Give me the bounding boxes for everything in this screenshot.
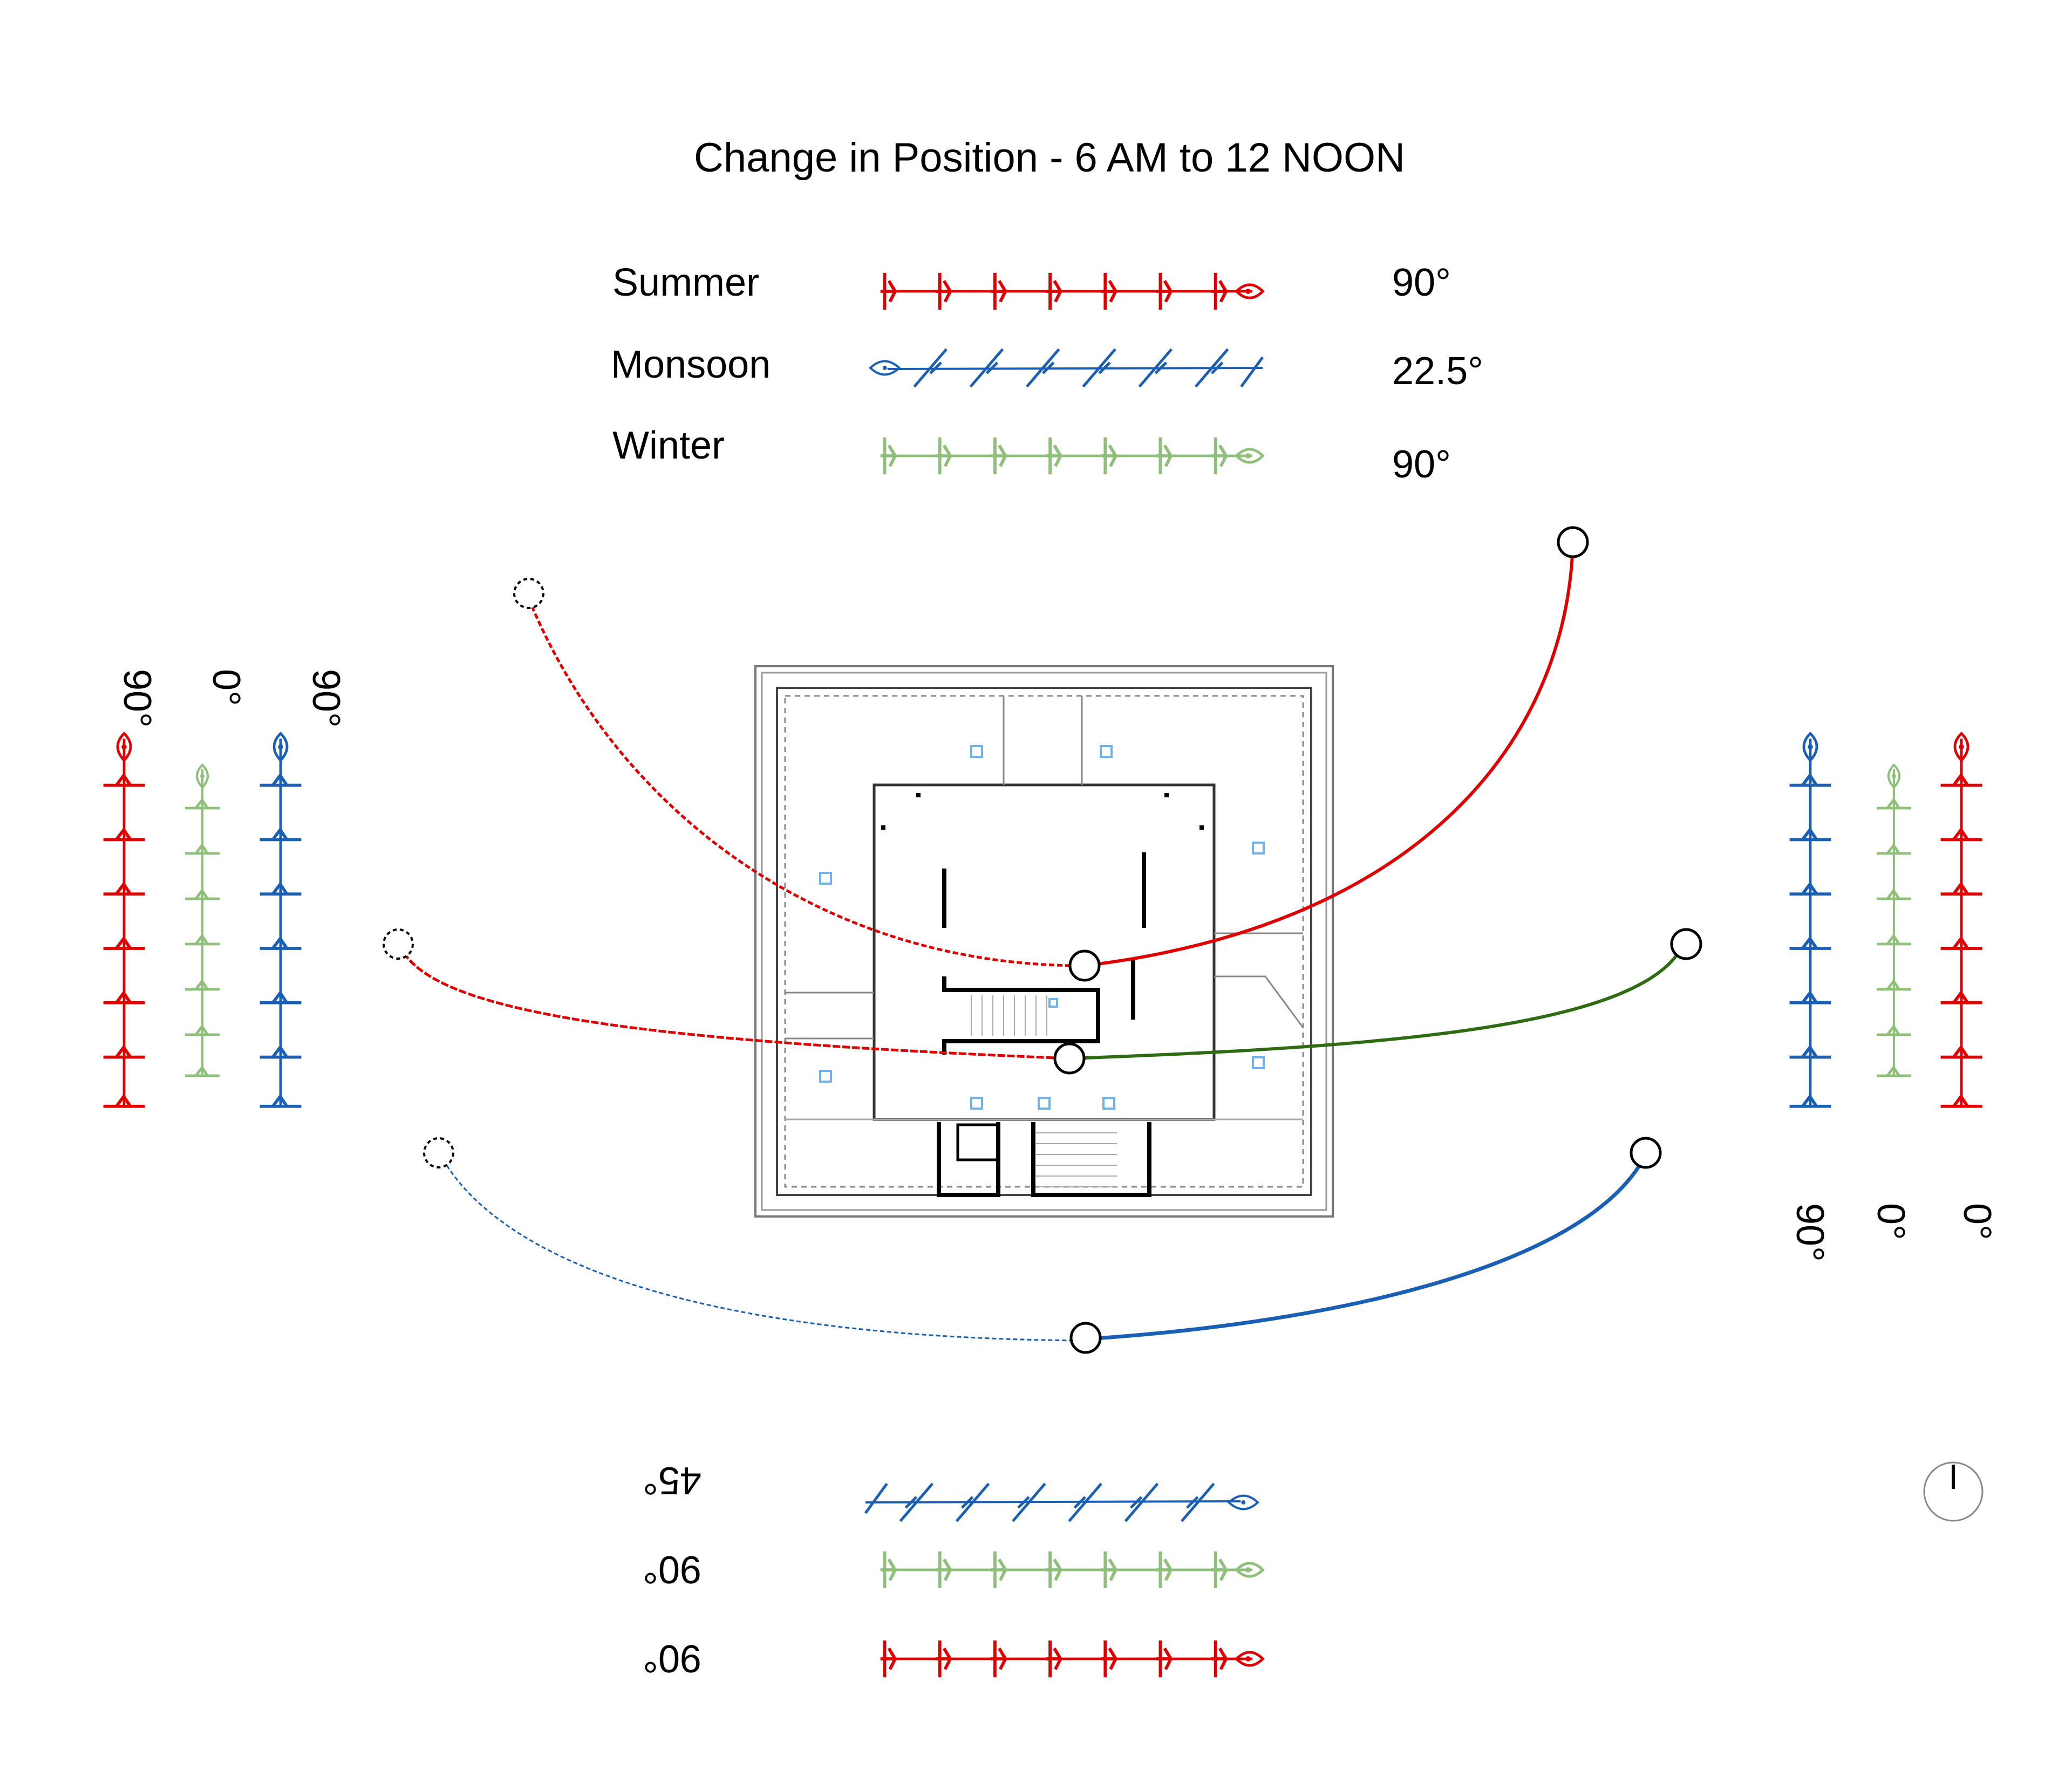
- summer-equinox-path: [398, 944, 1069, 1060]
- winter-louver-column-icon: [185, 765, 220, 1076]
- right-angle-label: 0°: [1955, 1203, 1999, 1240]
- sun-marker: [1670, 928, 1702, 960]
- sun-markers: [383, 526, 1702, 1354]
- legend-row-summer: Summer 90°: [612, 261, 1451, 310]
- sun-marker: [1557, 526, 1589, 558]
- diagram-title: Change in Position - 6 AM to 12 NOON: [694, 135, 1405, 181]
- sun-marker-dashed: [513, 578, 544, 609]
- winter-louver-column-icon: [1877, 765, 1911, 1076]
- right-angle-label: 90°: [1788, 1203, 1831, 1262]
- monsoon-louver-icon: [865, 1484, 1258, 1521]
- legend: Summer 90° Monsoon 22.5° Winter 90°: [611, 261, 1483, 486]
- right-angle-label: 0°: [1869, 1203, 1912, 1240]
- legend-season-label: Winter: [612, 424, 725, 467]
- monsoon-louver-icon: [870, 349, 1263, 387]
- monsoon-louver-column-icon: [1790, 734, 1831, 1106]
- legend-season-label: Monsoon: [611, 343, 771, 386]
- summer-louver-column-icon: [104, 734, 145, 1106]
- winter-louver-icon: [881, 1551, 1263, 1588]
- summer-sun-path-morning: [527, 598, 1082, 967]
- north-arrow-icon: [1923, 1461, 1984, 1522]
- legend-angle-label: 90°: [1392, 443, 1451, 486]
- left-louver-group: 90° 0° 90°: [104, 669, 347, 1106]
- legend-angle-label: 90°: [1392, 261, 1451, 304]
- left-angle-label: 90°: [115, 669, 159, 728]
- sun-marker: [1630, 1137, 1662, 1169]
- legend-angle-label: 22.5°: [1392, 350, 1483, 393]
- winter-sun-path: [1071, 943, 1685, 1060]
- left-angle-label: 0°: [205, 669, 248, 706]
- bottom-angle-label: 45°: [643, 1459, 701, 1502]
- bottom-angle-label: 90°: [643, 1637, 701, 1680]
- monsoon-louver-column-icon: [260, 734, 302, 1106]
- summer-louver-icon: [881, 1641, 1263, 1677]
- bottom-louver-group: 45° 90° 90°: [643, 1459, 1263, 1680]
- legend-season-label: Summer: [612, 261, 759, 304]
- sun-marker: [1053, 1042, 1086, 1075]
- sun-marker: [1068, 949, 1101, 982]
- monsoon-sun-path-noon: [1087, 1153, 1648, 1341]
- summer-louver-icon: [881, 273, 1263, 310]
- left-angle-label: 90°: [304, 669, 347, 728]
- monsoon-sun-path-morning: [439, 1153, 1085, 1342]
- sun-paths: [398, 544, 1685, 1342]
- sun-marker-dashed: [423, 1137, 454, 1168]
- bottom-angle-label: 90°: [643, 1548, 701, 1591]
- legend-row-winter: Winter 90°: [612, 424, 1451, 486]
- winter-louver-icon: [881, 438, 1263, 474]
- summer-louver-column-icon: [1941, 734, 1982, 1106]
- floor-plan: [754, 665, 1334, 1218]
- sun-marker: [1069, 1322, 1102, 1354]
- right-louver-group: 90° 0° 0°: [1788, 734, 1999, 1262]
- summer-sun-path-noon: [1084, 544, 1575, 967]
- sun-marker-dashed: [383, 928, 414, 960]
- legend-row-monsoon: Monsoon 22.5°: [611, 343, 1483, 393]
